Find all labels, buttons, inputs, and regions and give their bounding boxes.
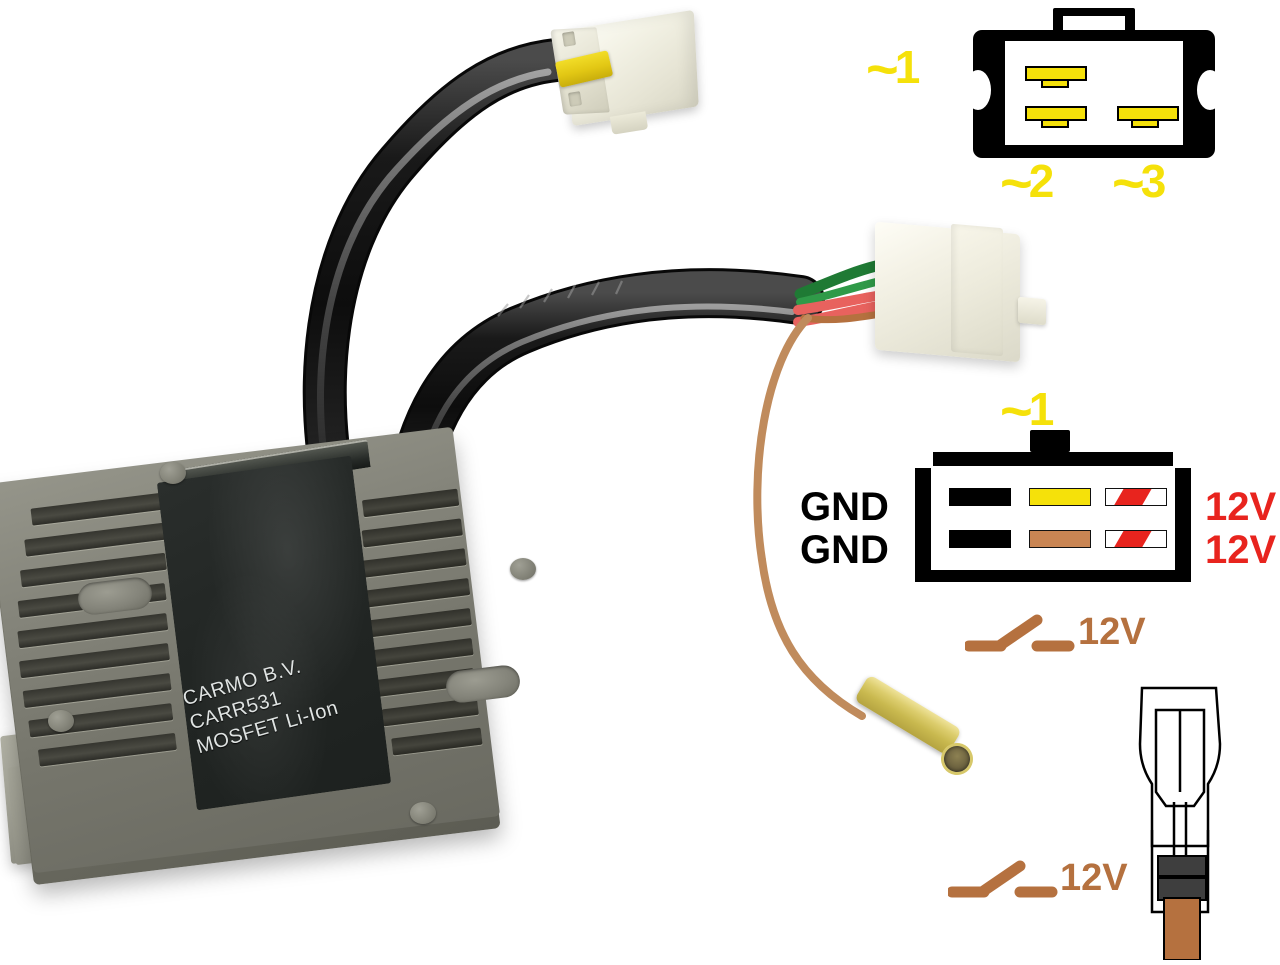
- wire-red-1: [793, 291, 881, 315]
- label-phase-1-mid: ~1: [1000, 383, 1055, 439]
- regulator-rectifier-body: CARMO B.V. CARR531 MOSFET Li-Ion: [0, 426, 560, 960]
- tilde-symbol-3: ~: [1112, 151, 1145, 214]
- label-12v-switched-lower: 12V: [1060, 857, 1128, 899]
- switch-symbol-upper: [965, 614, 1075, 652]
- white-6-pin-connector-photo: [855, 220, 1070, 380]
- connector-rib: [951, 223, 1003, 357]
- connector-notch-top: [561, 31, 577, 47]
- wire-brown-drop: [753, 314, 812, 560]
- label-phase-3: ~3: [1112, 155, 1167, 211]
- pin-12v-2: [1105, 530, 1167, 548]
- pin-phase-1: [1025, 66, 1087, 81]
- mounting-boss-bottom-right: [410, 802, 436, 824]
- mounting-boss-top-right: [510, 558, 536, 580]
- connector-cavity: [1005, 41, 1183, 145]
- mounting-boss-top-left: [160, 462, 186, 484]
- pin-phase-2-tongue: [1041, 121, 1069, 128]
- wire-brown-lower: [758, 556, 866, 720]
- diagram-3-pin-connector: [965, 8, 1223, 163]
- connector-notch-left: [965, 70, 991, 110]
- white-3-pin-connector-photo: [533, 6, 713, 156]
- label-12v-row-2: 12V: [1205, 528, 1277, 572]
- tilde-symbol-2: ~: [1000, 151, 1033, 214]
- pin-gnd-1: [949, 488, 1011, 506]
- shell-shoulder-right: [1173, 452, 1191, 468]
- pin-phase-1-tongue: [1041, 81, 1069, 88]
- pin-12v-1: [1105, 488, 1167, 506]
- label-phase-1-top: ~1: [866, 41, 921, 97]
- pin-phase-3-tongue: [1131, 121, 1159, 128]
- pin-yellow: [1029, 488, 1091, 506]
- switch-symbol-lower: [948, 860, 1058, 898]
- label-phase-2-number: 2: [1028, 155, 1055, 207]
- diagram-6-pin-connector: [905, 430, 1205, 610]
- tilde-symbol-4: ~: [1000, 379, 1033, 442]
- label-12v-switched-upper: 12V: [1078, 611, 1146, 653]
- label-phase-2: ~2: [1000, 155, 1055, 211]
- pin-gnd-2: [949, 530, 1011, 548]
- crimp-band-upper: [1157, 855, 1207, 877]
- pin-phase-2: [1025, 106, 1087, 121]
- wire-green: [794, 260, 882, 300]
- connector-key-block: [1030, 430, 1070, 452]
- tilde-symbol-1: ~: [866, 37, 899, 100]
- pin-phase-3: [1117, 106, 1179, 121]
- label-gnd-row-2: GND: [800, 528, 889, 572]
- gold-bullet-terminal-photo: [848, 674, 988, 800]
- connector-notch-bottom: [567, 91, 583, 107]
- label-phase-3-number: 3: [1140, 155, 1167, 207]
- shell-shoulder-left: [915, 452, 933, 468]
- label-12v-row-1: 12V: [1205, 485, 1277, 529]
- connector-notch-right: [1197, 70, 1223, 110]
- spade-wire-brown: [1163, 897, 1201, 961]
- mounting-boss-bottom-left: [48, 710, 74, 732]
- label-gnd-row-1: GND: [800, 485, 889, 529]
- connector-latch: [1018, 296, 1046, 326]
- pin-brown: [1029, 530, 1091, 548]
- connector-key-hole: [1063, 16, 1125, 30]
- label-phase-1-number: 1: [894, 41, 921, 93]
- connector-cavity: [931, 466, 1175, 570]
- crimp-band-lower: [1157, 877, 1207, 901]
- diagram-spade-terminal: [1120, 680, 1250, 961]
- label-plate: [156, 455, 392, 811]
- label-phase-1-mid-number: 1: [1028, 383, 1055, 435]
